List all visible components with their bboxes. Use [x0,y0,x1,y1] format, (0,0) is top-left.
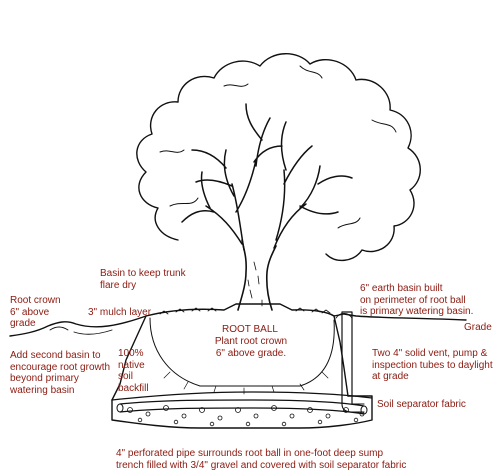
bark-marks [247,261,263,307]
label-separator-fabric: Soil separator fabric [377,399,466,410]
label-root-crown: Root crown 6" above grade [10,295,61,329]
label-native-soil: 100% native soil backfill [118,348,149,394]
label-basin-trunk: Basin to keep trunk flare dry [100,268,186,291]
label-perforated-pipe: 4" perforated pipe surrounds root ball i… [116,448,407,471]
label-root-ball-text: Plant root crown 6" above grade. [214,336,288,359]
mulch-texture [159,307,331,315]
label-root-ball-title: ROOT BALL [222,324,278,335]
pit-wall-right [333,315,349,397]
separator-fabric [111,391,373,401]
grade-line-right [333,313,467,321]
sump-trench [111,395,373,429]
pipe-end-right [360,405,368,415]
grade-line-left [9,315,147,337]
root-ball-outline [149,317,335,387]
root-hairs [163,371,329,395]
tree-branches [181,103,353,251]
pit-wall-left [111,315,147,401]
label-earth-basin: 6" earth basin built on perimeter of roo… [360,283,474,317]
vent-tube-elbow [341,403,365,413]
canopy-detail [159,65,397,229]
vent-tube [341,311,353,405]
earth-basin-ridge [335,313,353,319]
gravel-fill [127,405,365,427]
label-grade: Grade [464,322,492,333]
label-mulch-layer: 3" mulch layer [88,307,152,318]
perforated-pipe [119,399,365,415]
second-basin-ridge [49,326,113,335]
pipe-end-left [116,403,124,413]
label-vent-tubes: Two 4" solid vent, pump & inspection tub… [372,348,493,382]
label-second-basin: Add second basin to encourage root growt… [10,350,111,396]
tree-canopy [136,53,421,261]
